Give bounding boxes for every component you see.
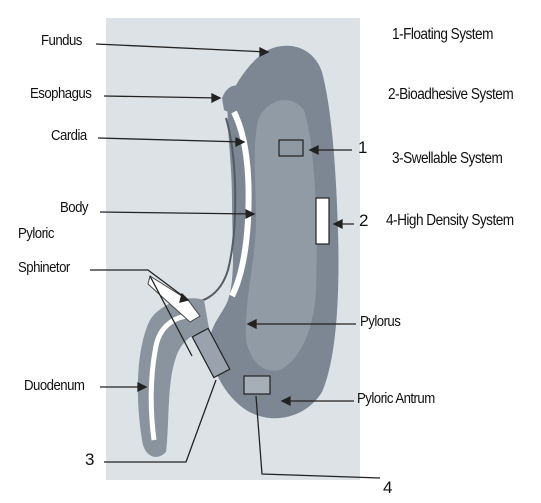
legend-floating-system: 1-Floating System	[392, 26, 493, 44]
legend-swellable-system: 3-Swellable System	[392, 150, 502, 168]
floating-system-marker	[279, 140, 303, 156]
label-body: Body	[60, 199, 88, 216]
high-density-system-marker	[244, 376, 270, 394]
label-esophagus: Esophagus	[30, 85, 91, 102]
label-pyloric: Pyloric	[18, 225, 54, 242]
label-pyloric-antrum: Pyloric Antrum	[357, 390, 435, 407]
legend-high-density-system: 4-High Density System	[386, 212, 514, 230]
marker-number-4: 4	[383, 478, 392, 498]
label-sphincter: Sphinetor	[18, 259, 70, 276]
label-fundus: Fundus	[41, 32, 82, 49]
bioadhesive-system-marker	[316, 198, 329, 244]
label-duodenum: Duodenum	[24, 377, 84, 394]
marker-number-1: 1	[358, 138, 367, 158]
label-pylorus: Pylorus	[360, 313, 400, 330]
marker-number-3: 3	[85, 450, 94, 470]
label-cardia: Cardia	[51, 127, 87, 144]
legend-bioadhesive-system: 2-Bioadhesive System	[388, 86, 513, 104]
marker-number-2: 2	[359, 211, 368, 231]
